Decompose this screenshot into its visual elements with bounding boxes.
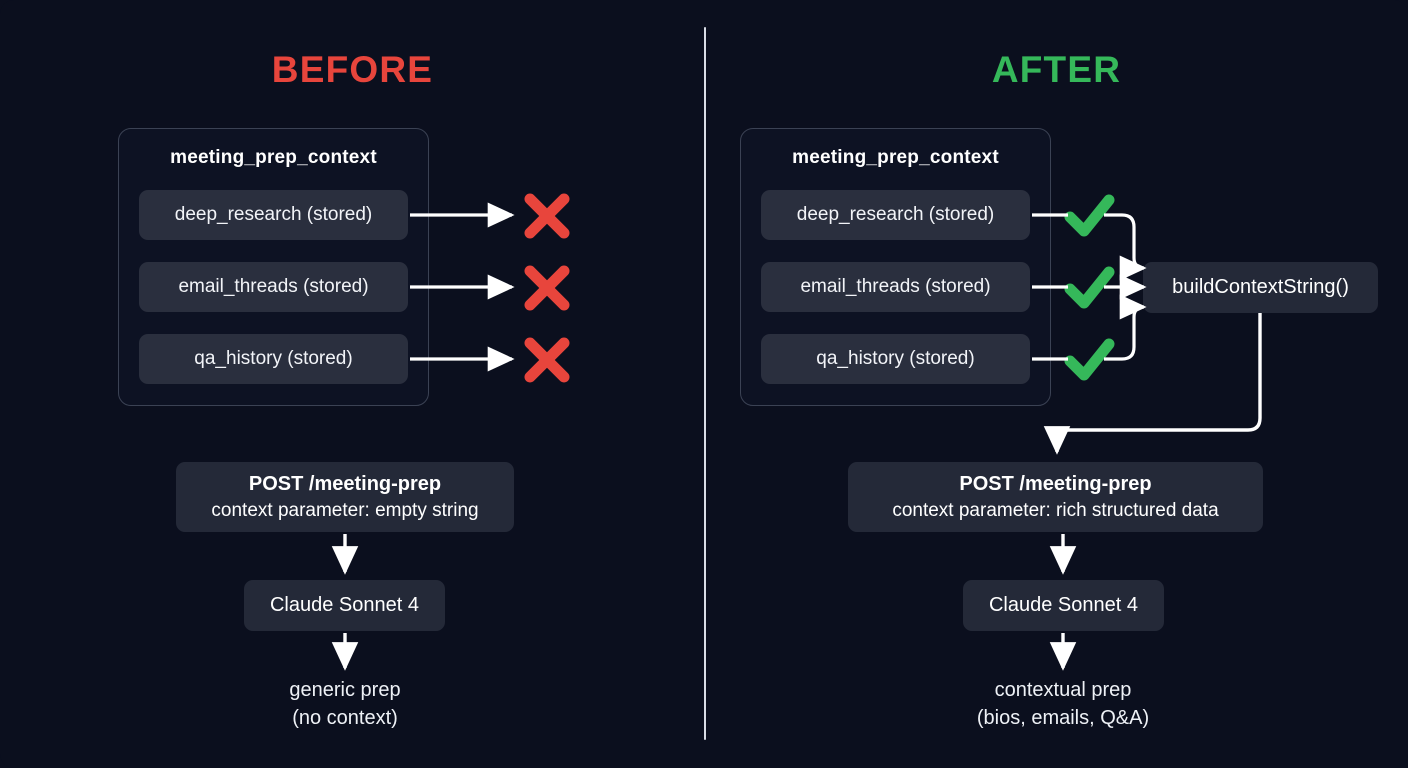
green-check-icon <box>1062 262 1118 319</box>
output-text-before: generic prep (no context) <box>195 676 495 733</box>
green-check-icon <box>1062 190 1118 247</box>
output-line-1: generic prep <box>289 679 401 701</box>
green-check-icon <box>1062 334 1118 391</box>
panel-title-before: BEFORE <box>271 49 434 90</box>
request-method-path: POST /meeting-prep <box>959 472 1152 495</box>
context-item-label: qa_history (stored) <box>816 348 975 369</box>
context-card-title: meeting_prep_context <box>170 147 377 168</box>
context-item-label: email_threads (stored) <box>178 276 369 297</box>
request-node-after: POST /meeting-prep context parameter: ri… <box>848 462 1263 532</box>
output-text-after: contextual prep (bios, emails, Q&A) <box>913 676 1213 733</box>
red-x-icon <box>521 262 573 319</box>
model-label: Claude Sonnet 4 <box>988 594 1138 616</box>
output-line-1: contextual prep <box>994 679 1132 701</box>
request-method-path: POST /meeting-prep <box>248 472 442 495</box>
context-item-qa-history[interactable]: qa_history (stored) <box>139 334 408 384</box>
red-x-icon <box>521 334 573 391</box>
output-line-2: (no context) <box>292 707 398 730</box>
context-item-qa-history[interactable]: qa_history (stored) <box>761 334 1030 384</box>
context-item-label: email_threads (stored) <box>800 276 991 297</box>
context-item-email-threads[interactable]: email_threads (stored) <box>139 262 408 312</box>
context-item-deep-research[interactable]: deep_research (stored) <box>139 190 408 240</box>
request-node-before: POST /meeting-prep context parameter: em… <box>176 462 514 532</box>
output-line-2: (bios, emails, Q&A) <box>976 707 1150 730</box>
request-detail: context parameter: rich structured data <box>892 499 1219 521</box>
builder-node: buildContextString() <box>1143 262 1378 313</box>
model-node-after: Claude Sonnet 4 <box>963 580 1164 631</box>
request-detail: context parameter: empty string <box>211 499 479 521</box>
vertical-divider <box>704 27 706 740</box>
context-item-label: deep_research (stored) <box>174 204 373 225</box>
model-label: Claude Sonnet 4 <box>269 594 419 616</box>
context-card-title: meeting_prep_context <box>792 147 999 168</box>
panel-title-after: AFTER <box>991 49 1122 90</box>
model-node-before: Claude Sonnet 4 <box>244 580 445 631</box>
context-item-label: qa_history (stored) <box>194 348 353 369</box>
context-item-deep-research[interactable]: deep_research (stored) <box>761 190 1030 240</box>
red-x-icon <box>521 190 573 247</box>
context-item-label: deep_research (stored) <box>796 204 995 225</box>
context-item-email-threads[interactable]: email_threads (stored) <box>761 262 1030 312</box>
builder-label: buildContextString() <box>1172 276 1349 298</box>
